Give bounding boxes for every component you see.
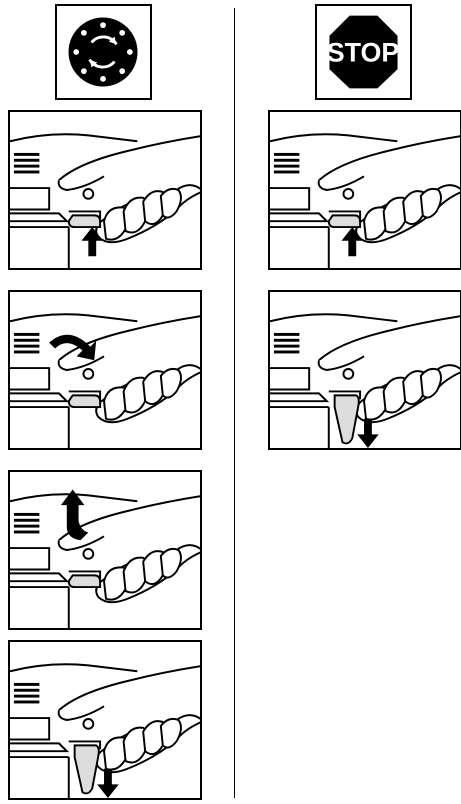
stop-sign-icon: STOP	[327, 15, 400, 89]
right-step-2-panel	[268, 290, 461, 450]
left-step-1-panel	[8, 110, 202, 270]
column-divider	[234, 8, 235, 798]
stop-sign-label: STOP	[327, 38, 400, 68]
rotation-icon-box	[55, 4, 152, 100]
right-step-1-panel	[268, 110, 461, 270]
left-step-2-panel	[8, 290, 202, 450]
press-arrow-icon	[49, 334, 97, 361]
continuous-rotation-icon	[68, 17, 138, 87]
stop-icon-box: STOP	[315, 4, 412, 100]
left-step-4-panel	[8, 640, 202, 800]
release-arrow-icon	[60, 489, 89, 541]
left-step-3-panel	[8, 470, 202, 630]
